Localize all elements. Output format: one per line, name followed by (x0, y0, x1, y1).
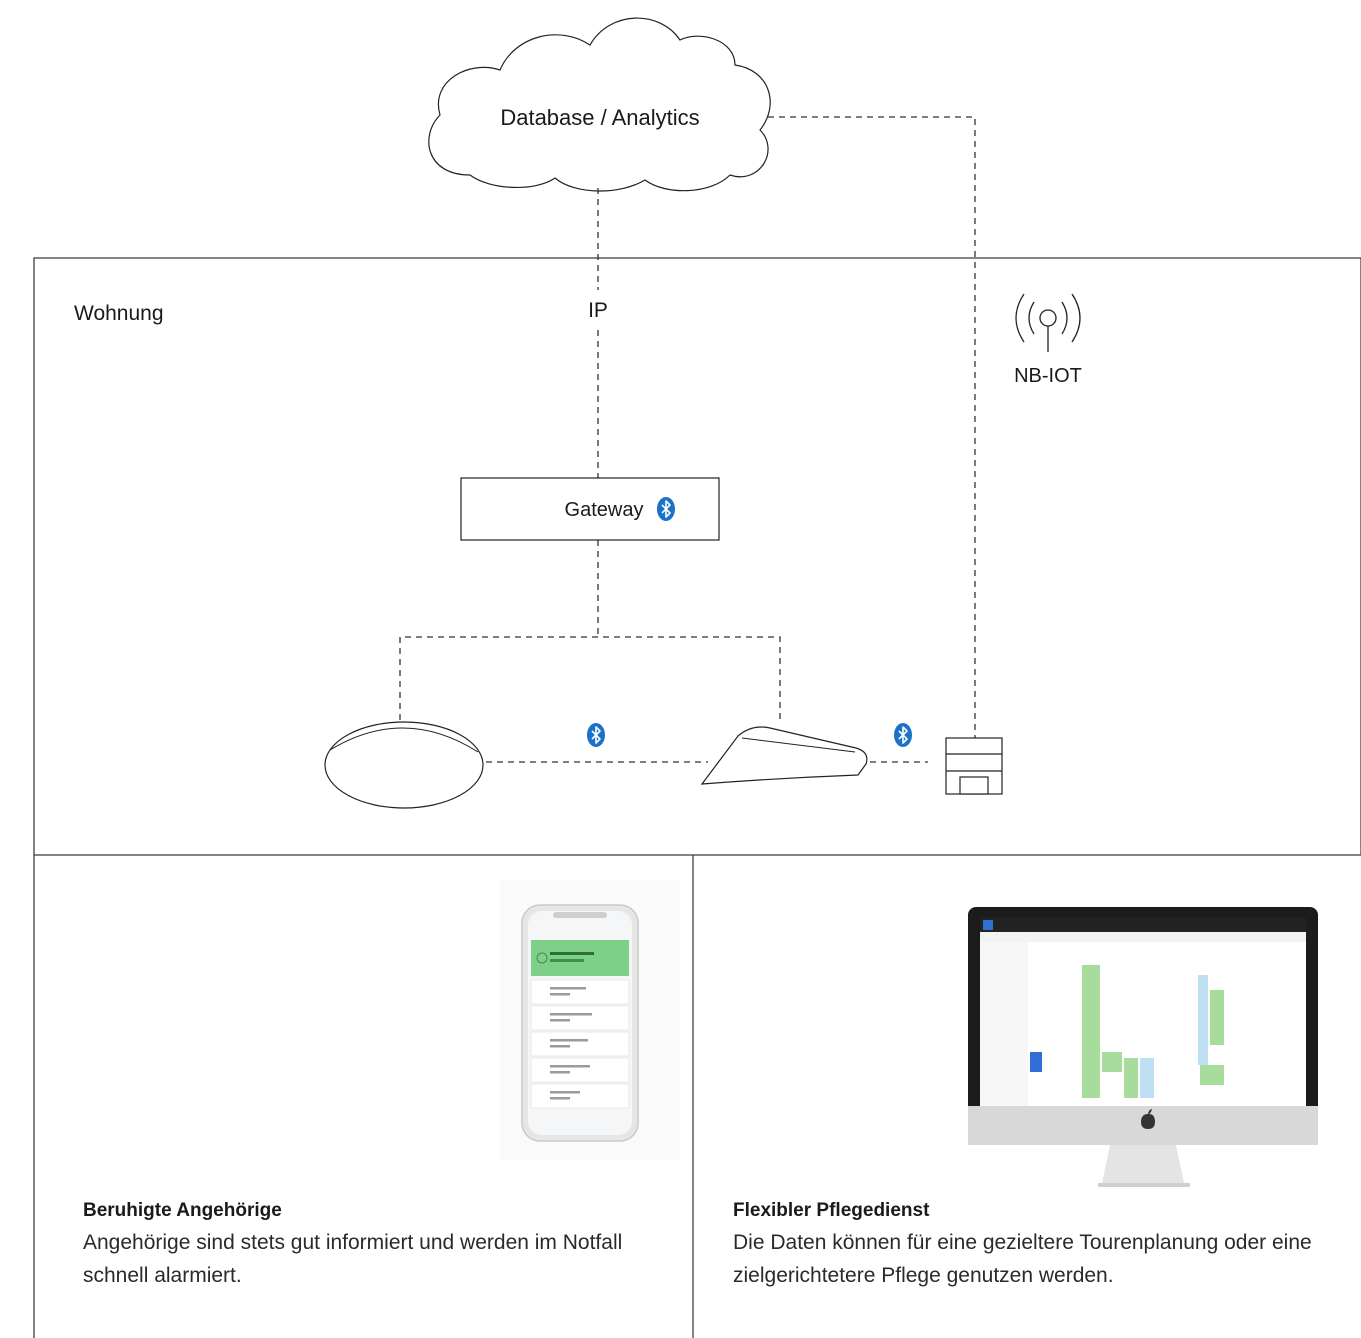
panel-title-care-service: Flexibler Pflegedienst (733, 1200, 930, 1221)
antenna-icon (1015, 293, 1081, 352)
nbiot-module-device (945, 737, 1003, 795)
home-box (33, 257, 1361, 856)
gateway-label: Gateway (565, 499, 644, 521)
bluetooth-icon (587, 723, 605, 747)
flat-sensor-device (700, 726, 868, 785)
panel-text-relatives: Angehörige sind stets gut informiert und… (83, 1231, 623, 1287)
ip-label: IP (588, 299, 608, 322)
cloud-database-analytics: Database / Analytics (428, 17, 771, 192)
panel-title-relatives: Beruhigte Angehörige (83, 1200, 282, 1221)
nbiot-label: NB-IOT (1014, 365, 1082, 387)
round-sensor-device (324, 721, 484, 809)
gateway-box: Gateway (460, 477, 720, 541)
bluetooth-icon (894, 723, 912, 747)
cloud-label: Database / Analytics (500, 105, 699, 130)
sensor-link-line (399, 636, 781, 722)
monitor-icon (968, 907, 1318, 1187)
smartphone-icon (500, 880, 680, 1160)
bluetooth-icon (657, 497, 675, 521)
nbiot-link-line (768, 116, 976, 738)
home-label: Wohnung (74, 302, 164, 325)
panel-text-care-service: Die Daten können für eine gezieltere Tou… (733, 1231, 1312, 1287)
